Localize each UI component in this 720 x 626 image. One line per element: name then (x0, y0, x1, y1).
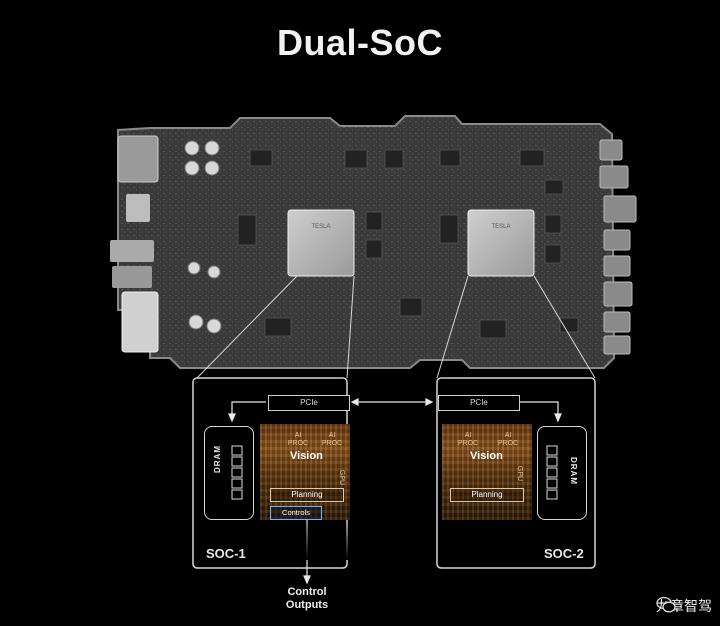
control-outputs-line2: Outputs (285, 599, 329, 611)
control-outputs-label: Control Outputs (262, 586, 352, 612)
capacitors (184, 140, 222, 334)
soc2-gpu-label: GPU (516, 465, 524, 482)
right-connectors (599, 139, 637, 355)
soc2-dram-label: DRAM (569, 457, 578, 485)
soc1-die-fade (260, 520, 350, 560)
control-outputs-line1: Control (287, 586, 327, 598)
soc2-die-fade (442, 520, 532, 560)
left-connector-5 (121, 291, 159, 353)
soc2-label: SOC-2 (544, 546, 584, 561)
soc1-vision-label: Vision (290, 450, 323, 462)
soc2-planning-block: Planning (450, 488, 524, 502)
soc2-pcie-box: PCIe (438, 395, 520, 411)
soc2-die (442, 424, 532, 520)
soc1-ai-left: AI PROC (287, 432, 309, 447)
projection-lines (196, 275, 596, 379)
soc2-dram-cells-icon (546, 445, 558, 500)
soc1-ai-right: AI PROC (321, 432, 343, 447)
soc1-die (260, 424, 350, 520)
soc-chip-1: TESLA (287, 209, 355, 277)
soc1-dram-cells-icon (231, 445, 243, 500)
soc1-planning-block: Planning (270, 488, 344, 502)
soc2-ai-right: AI PROC (497, 432, 519, 447)
soc1-controls-block: Controls (270, 506, 322, 520)
chip-2-label: TESLA (491, 224, 510, 230)
soc2-vision-label: Vision (470, 450, 503, 462)
soc-chip-2: TESLA (467, 209, 535, 277)
left-connector-4 (112, 266, 152, 288)
left-connector-1 (117, 135, 159, 183)
soc2-ai-left: AI PROC (457, 432, 479, 447)
soc1-pcie-box: PCIe (268, 395, 350, 411)
page-title: Dual-SoC (277, 22, 443, 63)
components (237, 149, 579, 339)
wechat-icon (656, 596, 676, 613)
soc1-gpu-label: GPU (338, 469, 346, 486)
soc1-dram-box: DRAM (204, 426, 254, 520)
soc1-dram-label: DRAM (213, 445, 222, 473)
left-connector-3 (110, 240, 154, 262)
soc1-label: SOC-1 (206, 546, 246, 561)
watermark: 九章智驾 (656, 596, 712, 616)
chip-1-label: TESLA (311, 224, 330, 230)
left-connector-2 (126, 194, 150, 222)
soc2-dram-box: DRAM (537, 426, 587, 520)
